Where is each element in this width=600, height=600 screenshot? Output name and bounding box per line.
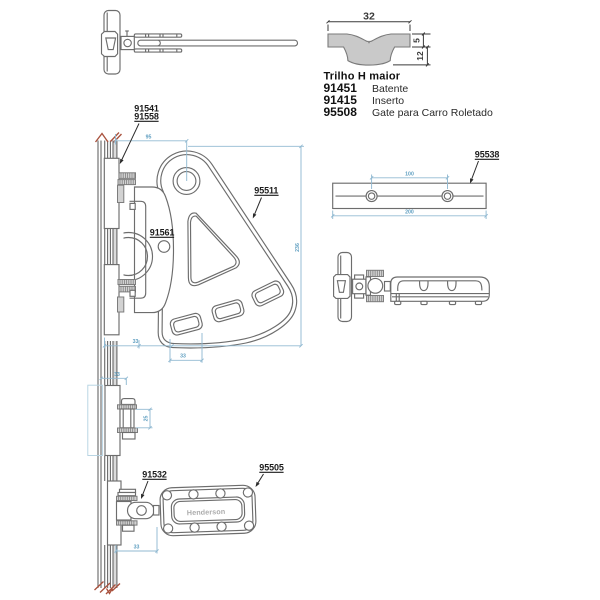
svg-text:95: 95 (146, 135, 152, 141)
svg-text:95508: 95508 (324, 105, 358, 119)
svg-text:25: 25 (143, 416, 149, 422)
svg-text:91561: 91561 (150, 227, 175, 237)
svg-text:Gate para Carro Roletado: Gate para Carro Roletado (372, 107, 493, 119)
svg-text:33: 33 (133, 339, 139, 345)
svg-text:91541: 91541 (134, 103, 159, 113)
svg-text:95505: 95505 (259, 462, 284, 472)
svg-text:100: 100 (405, 172, 414, 178)
svg-text:32: 32 (363, 11, 375, 23)
svg-text:33: 33 (134, 545, 140, 551)
svg-text:95538: 95538 (475, 149, 500, 159)
svg-text:200: 200 (405, 210, 414, 216)
svg-text:236: 236 (295, 243, 301, 252)
svg-text:Trilho H maior: Trilho H maior (324, 71, 401, 83)
svg-text:33: 33 (180, 354, 186, 360)
svg-text:5: 5 (412, 38, 422, 43)
svg-text:12: 12 (415, 51, 425, 61)
svg-text:91558: 91558 (134, 111, 159, 121)
svg-text:Batente: Batente (372, 83, 408, 95)
svg-text:91451: 91451 (324, 81, 358, 95)
svg-text:91415: 91415 (324, 93, 358, 107)
svg-text:95511: 95511 (254, 185, 278, 195)
svg-text:91532: 91532 (142, 469, 167, 479)
svg-text:Inserto: Inserto (372, 95, 404, 107)
svg-text:33: 33 (114, 372, 120, 378)
svg-text:Henderson: Henderson (187, 507, 226, 517)
